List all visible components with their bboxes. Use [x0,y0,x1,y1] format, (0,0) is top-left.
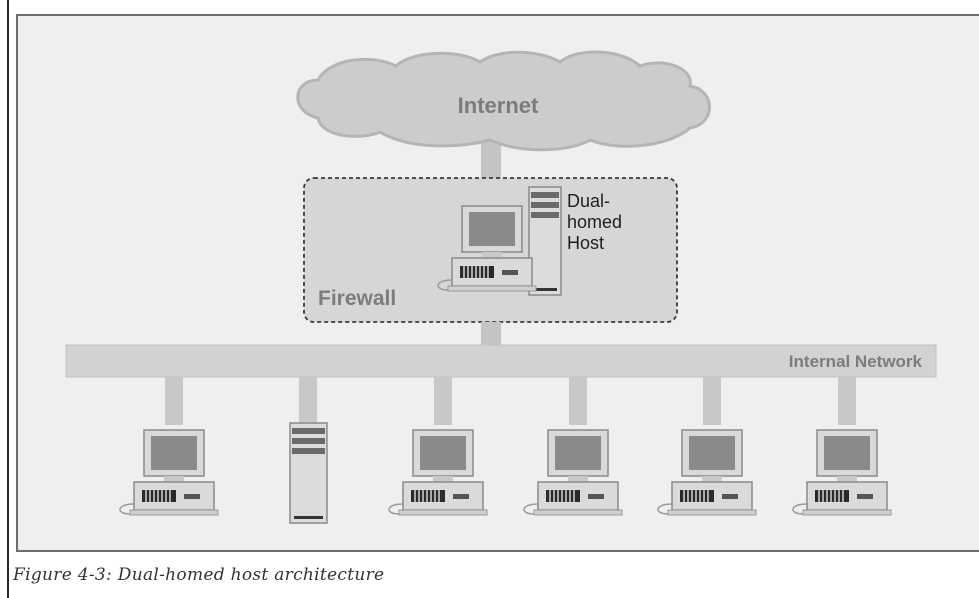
firewall-label: Firewall [318,287,396,310]
drop-3 [434,377,452,425]
internal-workstation-2-icon [388,429,488,516]
host-label-line-3: Host [567,233,604,253]
drop-2 [299,377,317,423]
host-label: Dual- homed Host [567,191,627,253]
internal-network-label: Internal Network [789,352,923,371]
internet-label: Internet [458,93,539,118]
drop-4 [569,377,587,425]
internal-server-icon [289,422,328,524]
internet-cloud: Internet [296,50,711,152]
dual-homed-host [437,186,562,296]
drop-5 [703,377,721,425]
host-label-line-1: Dual- [567,191,610,211]
internal-workstation-3-icon [523,429,623,516]
page-left-rule [7,0,9,598]
drop-6 [838,377,856,425]
internal-workstation-1-icon [119,429,219,516]
drop-1 [165,377,183,425]
internal-network-bus: Internal Network [65,344,937,378]
internal-workstation-5-icon [792,429,892,516]
figure-caption: Figure 4-3: Dual-homed host architecture [13,565,385,585]
host-network-link [481,322,501,346]
host-label-line-2: homed [567,212,622,232]
internal-workstation-4-icon [657,429,757,516]
network-drops [165,377,856,425]
